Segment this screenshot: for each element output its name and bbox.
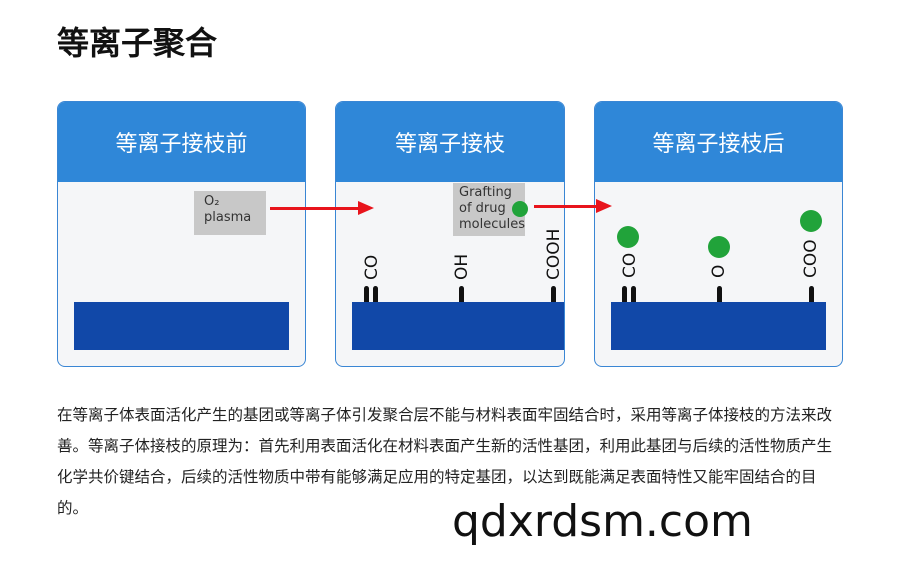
group-label: COOH [544, 228, 564, 280]
bond [373, 286, 378, 302]
bond [551, 286, 556, 302]
group-label: O [709, 264, 729, 278]
description: 在等离子体表面活化产生的基团或等离子体引发聚合层不能与材料表面牢固结合时，采用等… [57, 406, 833, 517]
bond [631, 286, 636, 302]
panel-header: 等离子接枝前 [58, 102, 305, 182]
label-line: plasma [204, 210, 252, 225]
panel-header: 等离子接枝 [336, 102, 564, 182]
label-line: molecules [459, 217, 525, 232]
group-label: CO [362, 254, 382, 280]
drug-molecule [708, 236, 730, 258]
label-line: of drug [459, 201, 506, 216]
group-label: COO [801, 239, 821, 278]
bond [809, 286, 814, 302]
substrate [611, 302, 826, 350]
group-label: OH [452, 253, 472, 280]
panel-after-grafting: 等离子接枝后 CO O COO [594, 101, 843, 367]
group-label: CO [620, 252, 640, 278]
bond [459, 286, 464, 302]
o2-plasma-label: O₂ plasma [194, 191, 266, 235]
panel-before-grafting: 等离子接枝前 [57, 101, 306, 367]
bond [717, 286, 722, 302]
drug-molecule [617, 226, 639, 248]
panel-grafting: 等离子接枝 CO OH COOH [335, 101, 565, 367]
panel-header: 等离子接枝后 [595, 102, 842, 182]
bond [364, 286, 369, 302]
substrate [74, 302, 289, 350]
label-line: O₂ [204, 194, 220, 209]
bond [622, 286, 627, 302]
arrow-icon [270, 201, 374, 215]
drug-molecule [800, 210, 822, 232]
arrow-icon [534, 199, 612, 213]
watermark: qdxrdsm.com [452, 496, 753, 547]
drug-molecule-icon [512, 201, 528, 217]
page-title: 等离子聚合 [57, 24, 218, 62]
substrate [352, 302, 564, 350]
label-line: Grafting [459, 185, 512, 200]
